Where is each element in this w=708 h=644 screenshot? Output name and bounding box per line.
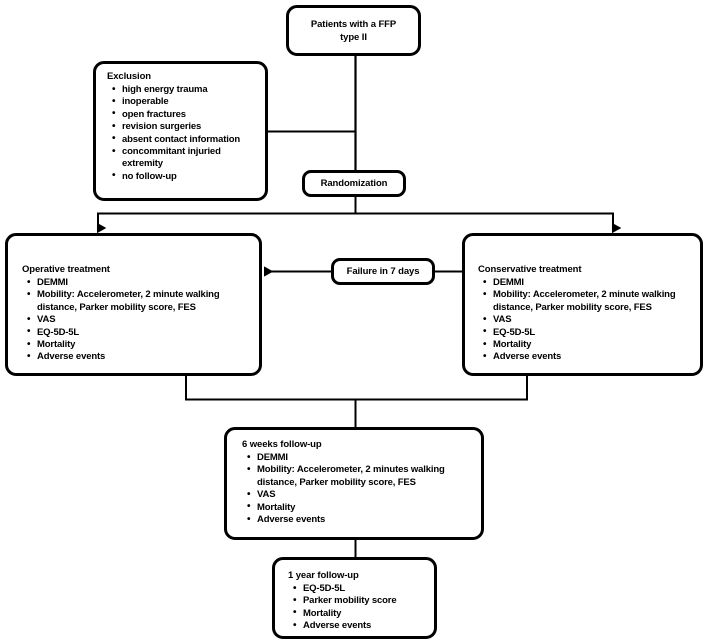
list-item: DEMMI: [247, 451, 469, 464]
node-exclusion[interactable]: Exclusion high energy trauma inoperable …: [93, 61, 268, 201]
list-item: revision surgeries: [112, 121, 257, 134]
node-conservative-treatment[interactable]: Conservative treatment DEMMI Mobility: A…: [462, 233, 703, 376]
node-failure-in-7-days[interactable]: Failure in 7 days: [331, 258, 435, 285]
node-conservative-list: DEMMI Mobility: Accelerometer, 2 minute …: [478, 276, 690, 364]
list-item: absent contact information: [112, 133, 257, 146]
node-six-weeks-heading: 6 weeks follow-up: [242, 439, 322, 450]
node-patients-with-ffp-type-ii[interactable]: Patients with a FFP type II: [286, 5, 421, 56]
list-item: high energy trauma: [112, 83, 257, 96]
list-item: Mortality: [293, 607, 424, 620]
list-item: inoperable: [112, 96, 257, 109]
node-randomization[interactable]: Randomization: [302, 170, 406, 197]
list-item: VAS: [247, 489, 469, 502]
node-failure-label: Failure in 7 days: [346, 266, 420, 277]
list-item: Adverse events: [247, 514, 469, 527]
node-one-year-follow-up[interactable]: 1 year follow-up EQ-5D-5L Parker mobilit…: [272, 557, 437, 639]
list-item: VAS: [27, 314, 249, 327]
list-item: Mortality: [483, 339, 690, 352]
node-operative-heading: Operative treatment: [22, 264, 110, 275]
node-six-weeks-follow-up[interactable]: 6 weeks follow-up DEMMI Mobility: Accele…: [224, 427, 484, 540]
list-item: DEMMI: [27, 276, 249, 289]
node-exclusion-list: high energy trauma inoperable open fract…: [107, 83, 257, 183]
list-item: Mortality: [247, 501, 469, 514]
node-patients-line2: type II: [340, 31, 367, 43]
list-item: Adverse events: [293, 620, 424, 633]
list-item: concommitant injuried extremity: [112, 146, 257, 171]
node-operative-list: DEMMI Mobility: Accelerometer, 2 minute …: [22, 276, 249, 364]
list-item: Mobility: Accelerometer, 2 minute walkin…: [27, 289, 249, 314]
list-item: Adverse events: [27, 351, 249, 364]
node-randomization-label: Randomization: [320, 178, 388, 189]
list-item: EQ-5D-5L: [483, 326, 690, 339]
node-patients-line1: Patients with a FFP: [310, 18, 397, 30]
list-item: DEMMI: [483, 276, 690, 289]
list-item: Parker mobility score: [293, 595, 424, 608]
node-operative-treatment[interactable]: Operative treatment DEMMI Mobility: Acce…: [5, 233, 262, 376]
node-six-weeks-list: DEMMI Mobility: Accelerometer, 2 minutes…: [242, 451, 469, 527]
node-exclusion-heading: Exclusion: [107, 71, 151, 82]
node-one-year-list: EQ-5D-5L Parker mobility score Mortality…: [288, 582, 424, 633]
list-item: Mobility: Accelerometer, 2 minutes walki…: [247, 464, 469, 489]
list-item: VAS: [483, 314, 690, 327]
node-conservative-heading: Conservative treatment: [478, 264, 582, 275]
node-one-year-heading: 1 year follow-up: [288, 570, 359, 581]
list-item: EQ-5D-5L: [293, 582, 424, 595]
list-item: Mobility: Accelerometer, 2 minute walkin…: [483, 289, 690, 314]
list-item: no follow-up: [112, 170, 257, 183]
list-item: EQ-5D-5L: [27, 326, 249, 339]
list-item: open fractures: [112, 108, 257, 121]
list-item: Mortality: [27, 339, 249, 352]
list-item: Adverse events: [483, 351, 690, 364]
